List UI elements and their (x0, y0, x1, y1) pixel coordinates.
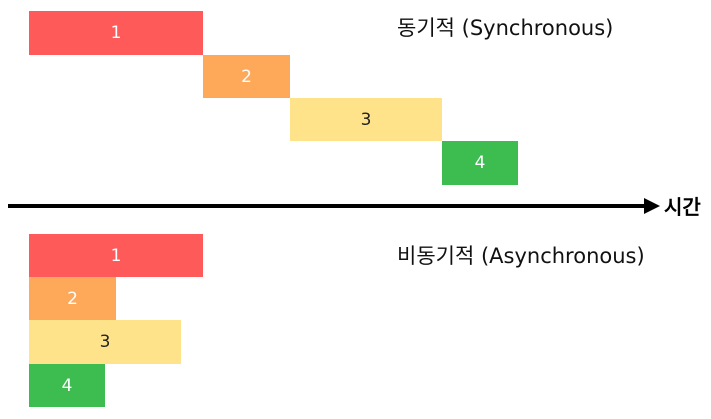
sync-task-bar-1: 1 (29, 11, 203, 55)
async-task-bar-2: 2 (29, 277, 116, 320)
sync-task-bar-3: 3 (290, 98, 442, 141)
sync-task-bar-4: 4 (442, 141, 518, 185)
async-task-bar-3: 3 (29, 320, 181, 364)
asynchronous-title: 비동기적 (Asynchronous) (397, 244, 645, 268)
async-task-bar-4: 4 (29, 364, 105, 407)
synchronous-title: 동기적 (Synchronous) (397, 16, 614, 40)
sync-task-bar-2: 2 (203, 55, 290, 98)
time-axis-arrowhead (644, 198, 660, 214)
time-axis-label: 시간 (664, 195, 701, 219)
time-axis-arrow (8, 198, 660, 214)
async-task-bar-1: 1 (29, 234, 203, 277)
